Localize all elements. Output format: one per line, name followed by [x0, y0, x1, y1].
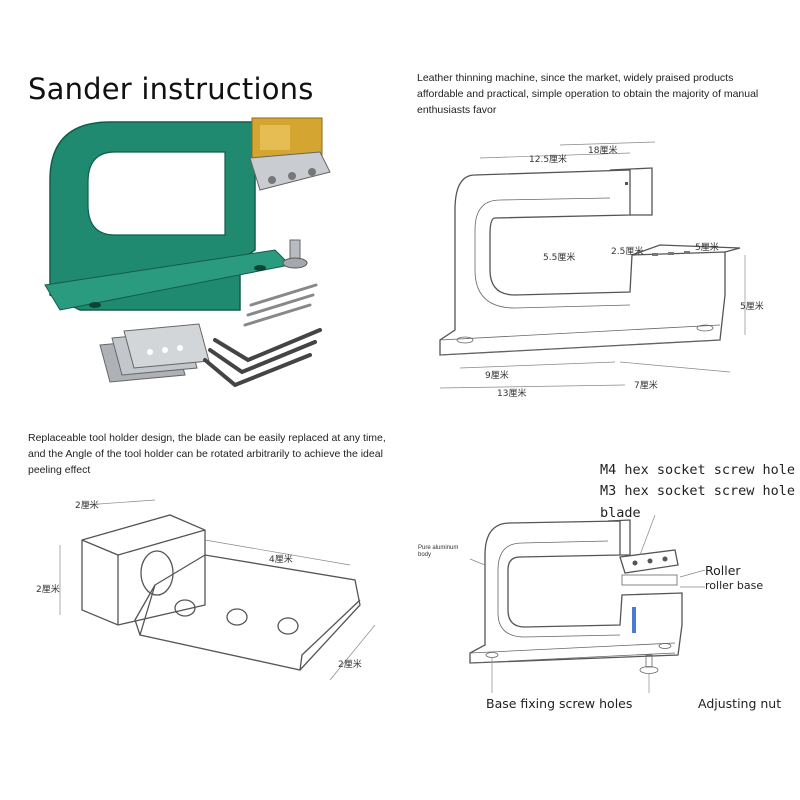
page-title: Sander instructions: [28, 72, 314, 106]
label-blade: blade: [600, 505, 641, 521]
parts-diagram: [469, 515, 706, 693]
blade-holder: [249, 151, 331, 191]
label-adjusting-nut: Adjusting nut: [698, 696, 782, 711]
dim-12-5: 12.5厘米: [529, 155, 568, 165]
dim-18: 18厘米: [588, 146, 618, 156]
product-description: Leather thinning machine, since the mark…: [417, 72, 759, 116]
label-body: Pure aluminum body: [418, 545, 459, 558]
dim-5-5: 5.5厘米: [543, 253, 576, 263]
hex-keys: [203, 328, 322, 388]
tool-holder-drawing: [59, 499, 376, 681]
spare-blades: [99, 323, 210, 383]
label-base-holes: Base fixing screw holes: [486, 696, 633, 711]
dim-2-5: 2.5厘米: [611, 247, 644, 257]
roller-pins: [243, 283, 318, 327]
dim-5-side: 5厘米: [740, 302, 764, 312]
product-photo: [44, 117, 331, 388]
dim-2-top: 2厘米: [75, 501, 99, 511]
label-roller-base: roller base: [705, 579, 764, 592]
label-m3-hole: M3 hex socket screw hole: [600, 483, 796, 499]
dimension-drawing: [439, 141, 746, 389]
dim-4: 4厘米: [269, 555, 293, 565]
tool-holder-description: Replaceable tool holder design, the blad…: [28, 432, 386, 476]
dim-5-top: 5厘米: [695, 243, 719, 253]
label-roller: Roller: [705, 563, 741, 578]
dim-7: 7厘米: [634, 381, 658, 391]
dim-13: 13厘米: [497, 389, 527, 399]
dim-2-left: 2厘米: [36, 585, 60, 595]
label-m4-hole: M4 hex socket screw hole: [600, 462, 796, 478]
dim-2-right: 2厘米: [338, 660, 362, 670]
dim-9: 9厘米: [485, 371, 509, 381]
